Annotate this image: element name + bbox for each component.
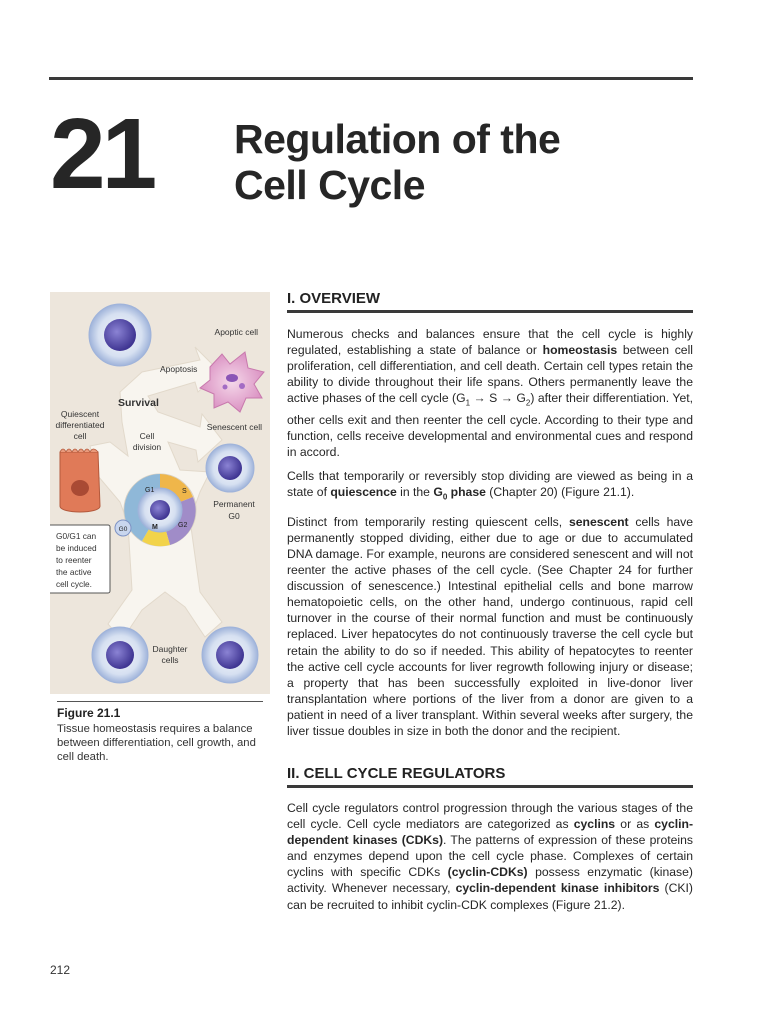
callout-line4: the active bbox=[56, 567, 92, 577]
section2-paragraph1: Cell cycle regulators control progressio… bbox=[287, 801, 694, 912]
label-permanent-2: G0 bbox=[228, 511, 240, 521]
quiescent-cell bbox=[59, 448, 101, 513]
label-cell-division-2: division bbox=[133, 442, 162, 452]
figure-caption: Tissue homeostasis requires a balance be… bbox=[57, 723, 256, 763]
figure-21-1: Apoptic cell Apoptosis Survival Quiescen… bbox=[47, 292, 270, 694]
label-survival: Survival bbox=[118, 397, 159, 409]
daughter-cell-right bbox=[201, 626, 259, 684]
label-quiescent-3: cell bbox=[74, 431, 87, 441]
chapter-number: 21 bbox=[50, 98, 157, 210]
apoptic-cell bbox=[199, 351, 265, 413]
callout-line5: cell cycle. bbox=[56, 579, 92, 589]
chapter-title-line1: Regulation of the bbox=[234, 116, 561, 162]
g0-cell: G0 bbox=[114, 519, 132, 537]
label-cell-division-1: Cell bbox=[140, 431, 155, 441]
chapter-title-line2: Cell Cycle bbox=[234, 162, 426, 208]
label-quiescent-1: Quiescent bbox=[61, 409, 100, 419]
callout-line3: to reenter bbox=[56, 555, 92, 565]
cycle-g2-segment bbox=[166, 497, 196, 545]
section1-paragraph1: Numerous checks and balances ensure that… bbox=[287, 327, 693, 460]
label-quiescent-2: differentiated bbox=[56, 420, 105, 430]
cycle-m-segment bbox=[142, 529, 170, 547]
cell-cycle-wheel: G1 S G2 M bbox=[123, 473, 197, 547]
term-homeostasis: homeostasis bbox=[542, 343, 618, 358]
label-daughter-2: cells bbox=[161, 655, 178, 665]
senescent-cell bbox=[205, 443, 255, 493]
section1-paragraph3: Distinct from temporarily resting quiesc… bbox=[287, 514, 693, 739]
cycle-g1-segment bbox=[124, 474, 160, 541]
figure-title: Figure 21.1 bbox=[57, 706, 121, 720]
section1-rule bbox=[287, 310, 693, 313]
page-number: 212 bbox=[50, 963, 71, 977]
figure-rule bbox=[57, 701, 263, 702]
daughter-cell-left bbox=[91, 626, 149, 684]
top-rule bbox=[49, 77, 693, 80]
label-g0: G0 bbox=[119, 526, 128, 533]
callout-line2: be induced bbox=[56, 543, 97, 553]
label-s: S bbox=[182, 488, 187, 495]
section2-rule bbox=[287, 785, 693, 788]
term-cki: cyclin-dependent kinase inhibitors bbox=[455, 881, 660, 896]
label-apoptic-cell: Apoptic cell bbox=[215, 327, 259, 337]
stem-cell-top bbox=[88, 303, 152, 367]
term-senescent: senescent bbox=[568, 514, 629, 529]
figure-illustration: Apoptic cell Apoptosis Survival Quiescen… bbox=[47, 292, 270, 694]
cycle-s-segment bbox=[160, 474, 193, 502]
section1-paragraph2: Cells that temporarily or reversibly sto… bbox=[287, 469, 693, 502]
callout-line1: G0/G1 can bbox=[56, 531, 97, 541]
label-g1: G1 bbox=[145, 487, 154, 494]
section1-heading: I. OVERVIEW bbox=[287, 290, 381, 307]
label-m: M bbox=[152, 524, 158, 531]
term-cdks: cyclin-dependent kinases (CDKs) bbox=[287, 817, 694, 848]
chapter-title: Regulation of the Cell Cycle bbox=[234, 116, 561, 208]
label-senescent-cell: Senescent cell bbox=[207, 422, 262, 432]
section2-body: Cell cycle regulators control progressio… bbox=[287, 800, 693, 921]
term-cyclins: cyclins bbox=[573, 817, 616, 832]
label-apoptosis: Apoptosis bbox=[160, 364, 197, 374]
section1-body: Numerous checks and balances ensure that… bbox=[287, 326, 693, 747]
label-permanent-1: Permanent bbox=[213, 499, 255, 509]
label-g2: G2 bbox=[178, 522, 187, 529]
term-g0: G bbox=[433, 485, 443, 500]
term-quiescence: quiescence bbox=[330, 485, 397, 500]
reentry-callout: G0/G1 can be induced to reenter the acti… bbox=[47, 524, 111, 594]
label-daughter-1: Daughter bbox=[153, 644, 188, 654]
term-cyclin-cdks: (cyclin-CDKs) bbox=[447, 865, 528, 880]
section2-heading: II. CELL CYCLE REGULATORS bbox=[287, 765, 506, 782]
